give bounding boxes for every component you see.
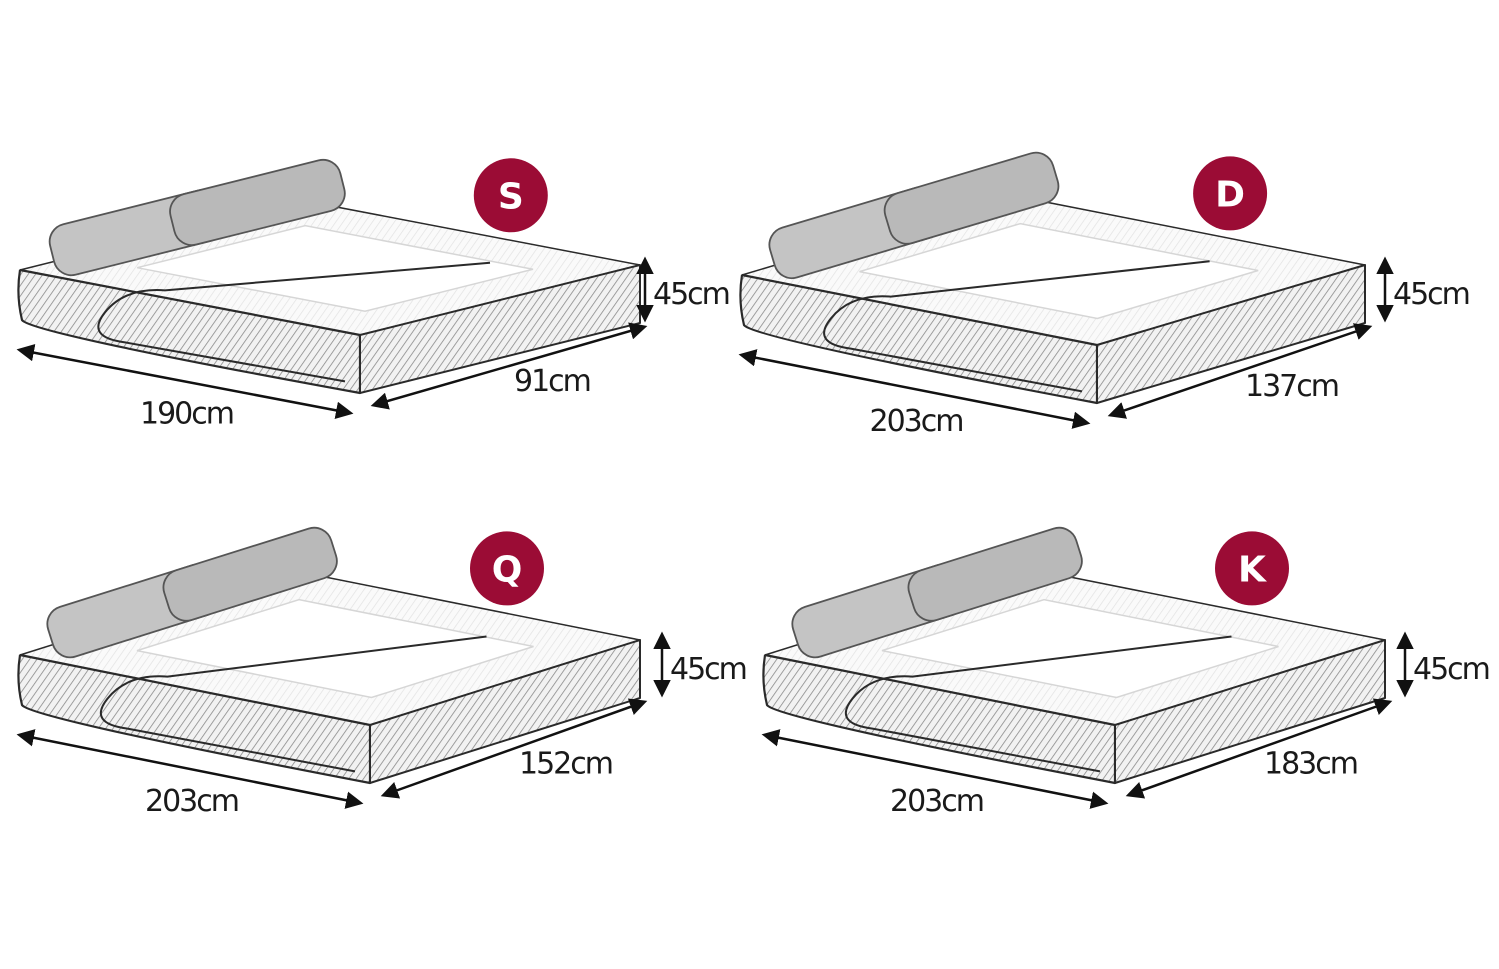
size-badge <box>1193 156 1268 231</box>
width-label: 152cm <box>519 747 612 782</box>
width-label: 183cm <box>1264 747 1357 782</box>
handle-strap <box>844 635 1232 773</box>
size-badge-letter: D <box>1215 174 1245 215</box>
pillow <box>169 158 346 246</box>
mattress-well <box>137 224 534 313</box>
pillow <box>162 526 338 622</box>
handle-strap <box>99 635 487 773</box>
bed-d: D 203cm 137cm 45cm <box>738 151 1471 439</box>
handle-strap <box>97 261 491 383</box>
length-label: 203cm <box>145 784 238 819</box>
mattress-well <box>859 222 1259 320</box>
height-label: 45cm <box>1413 652 1489 687</box>
width-arrow <box>1107 323 1373 419</box>
size-badge <box>1215 531 1289 606</box>
length-label: 203cm <box>890 784 983 819</box>
length-arrow <box>16 344 354 419</box>
mattress-well <box>136 598 534 699</box>
length-arrow <box>16 729 364 809</box>
height-label: 45cm <box>670 652 746 687</box>
size-badge <box>473 158 548 233</box>
handle-strap <box>823 260 1210 393</box>
height-label: 45cm <box>653 277 729 312</box>
length-arrow <box>761 729 1109 809</box>
size-badge-letter: S <box>498 176 524 217</box>
height-label: 45cm <box>1393 277 1469 312</box>
width-arrow <box>1125 698 1393 799</box>
size-badge-letter: K <box>1238 549 1267 590</box>
bed-s: S 190cm 91cm 45cm <box>16 158 731 432</box>
mattress-well <box>881 598 1279 699</box>
size-badge-letter: Q <box>492 549 523 590</box>
bed-k: K 203cm 183cm 45cm <box>761 526 1491 819</box>
length-arrow <box>738 349 1091 429</box>
width-arrow <box>370 322 648 410</box>
width-label: 137cm <box>1245 369 1338 404</box>
size-badge <box>470 531 544 606</box>
length-label: 190cm <box>140 397 233 432</box>
width-label: 91cm <box>514 364 590 399</box>
bed-q: Q 203cm 152cm 45cm <box>16 526 748 819</box>
width-arrow <box>380 698 648 799</box>
pillow <box>883 151 1060 245</box>
pillow <box>907 526 1083 622</box>
length-label: 203cm <box>870 404 963 439</box>
